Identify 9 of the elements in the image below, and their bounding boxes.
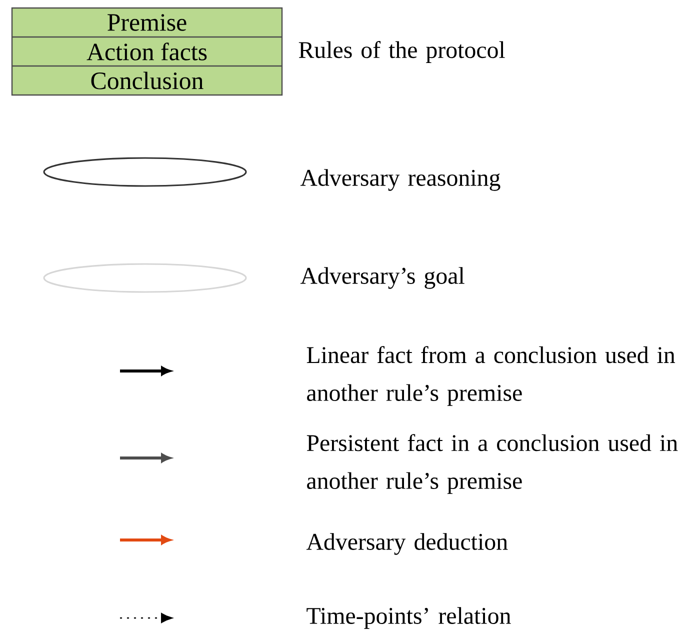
- legend-text: Adversary deduction: [306, 533, 508, 555]
- legend-text: Adversary reasoning: [300, 169, 500, 191]
- legend-text: Rules of the protocol: [298, 41, 505, 63]
- legend-text: Persistent fact in a conclusion used in another rule’s premise: [306, 434, 678, 494]
- legend-text: Adversary’s goal: [300, 267, 464, 289]
- legend-text: Time-points’ relation: [306, 607, 511, 629]
- ellipse-sample: [43, 157, 247, 187]
- ellipse-sample: [43, 263, 247, 293]
- legend-text: Linear fact from a conclusion used in another rule’s premise: [306, 346, 676, 406]
